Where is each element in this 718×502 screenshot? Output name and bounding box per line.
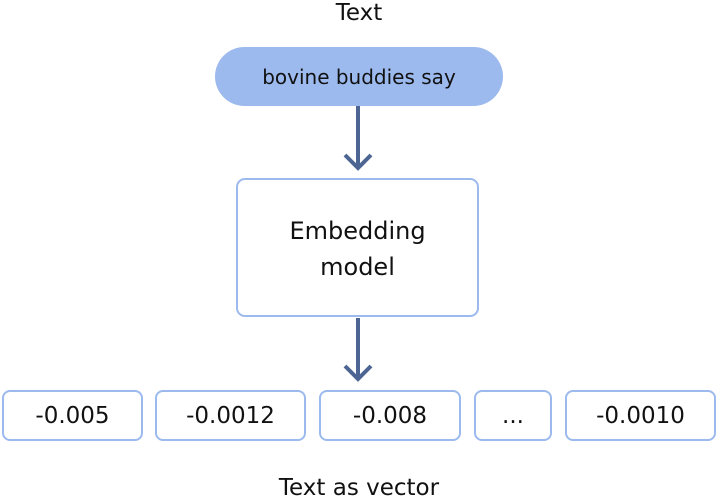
vector-value: -0.008 bbox=[352, 402, 428, 429]
model-label-line1: Embedding bbox=[289, 216, 426, 245]
arrow-down-icon bbox=[343, 106, 373, 171]
vector-value: -0.0012 bbox=[186, 402, 275, 429]
vector-cell: -0.0012 bbox=[155, 390, 306, 441]
vector-cell-ellipsis: ... bbox=[474, 390, 552, 441]
arrow-down-icon bbox=[343, 318, 373, 382]
vector-cell: -0.0010 bbox=[565, 390, 716, 441]
vector-value: -0.0010 bbox=[596, 402, 685, 429]
vector-value: ... bbox=[502, 402, 524, 429]
input-section-title: Text bbox=[335, 0, 383, 26]
input-text: bovine buddies say bbox=[262, 64, 456, 89]
vector-cell: -0.005 bbox=[2, 390, 143, 441]
output-section-title: Text as vector bbox=[278, 475, 440, 501]
vector-value: -0.005 bbox=[35, 402, 110, 429]
vector-cell: -0.008 bbox=[319, 390, 461, 441]
input-text-pill: bovine buddies say bbox=[215, 47, 503, 106]
embedding-model-box: Embedding model bbox=[236, 178, 479, 317]
model-label-line2: model bbox=[320, 252, 395, 281]
